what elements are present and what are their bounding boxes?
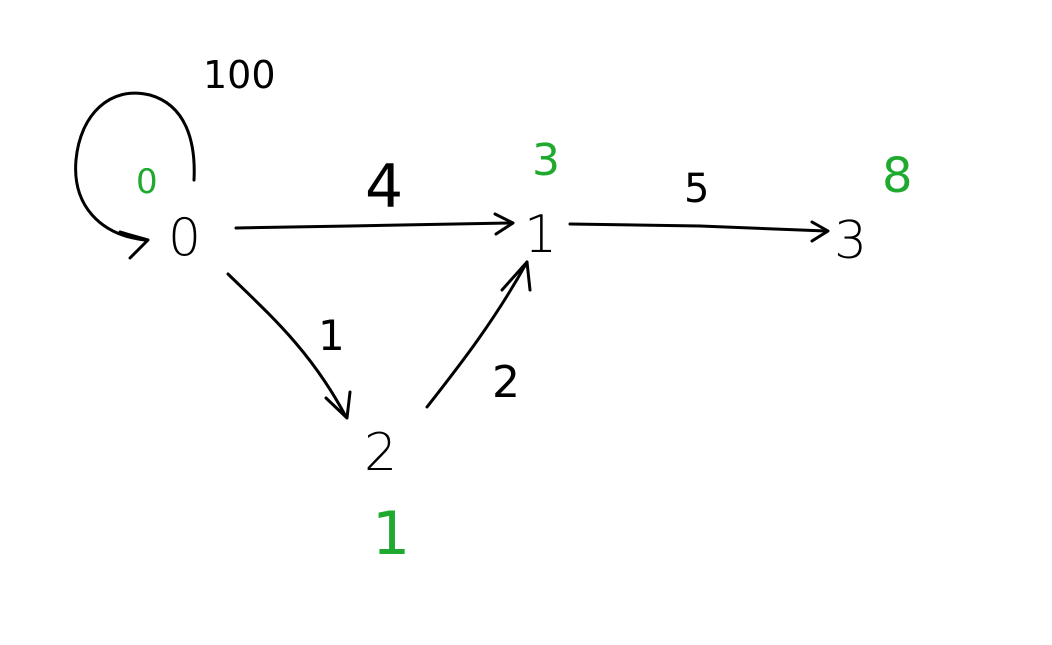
edge-0-2: [226, 272, 347, 417]
edge-weights: 100 4 1 2 5: [203, 53, 709, 408]
edge-2-1: [425, 260, 529, 409]
node-2-label: 2: [364, 423, 397, 483]
distance-labels: 0 3 1 8: [136, 135, 913, 569]
edge-2-1-weight: 2: [492, 357, 520, 408]
edge-0-0-weight: 100: [203, 53, 276, 97]
edge-0-2-arrowhead: [324, 390, 352, 420]
edge-0-1-weight: 4: [365, 152, 403, 222]
node-0-label: 0: [168, 208, 201, 268]
node-2-distance: 1: [372, 499, 410, 569]
edge-0-1: [234, 221, 514, 230]
edge-0-0-arrowhead: [118, 230, 150, 260]
edge-0-2-weight: 1: [318, 311, 345, 360]
edge-0-1-arrowhead: [493, 212, 515, 236]
edge-2-1-arrowhead: [500, 260, 532, 292]
edge-1-3-arrowhead: [810, 220, 830, 243]
nodes: 0 1 2 3: [168, 205, 867, 483]
edge-1-3: [568, 222, 828, 233]
node-1-distance: 3: [532, 135, 560, 186]
node-3-label: 3: [834, 211, 867, 271]
edges: [74, 91, 830, 420]
edge-1-3-weight: 5: [684, 166, 709, 212]
node-3-distance: 8: [882, 148, 913, 204]
edge-0-0-self-loop: [74, 91, 196, 242]
node-0-distance: 0: [136, 162, 158, 202]
node-1-label: 1: [524, 205, 557, 265]
